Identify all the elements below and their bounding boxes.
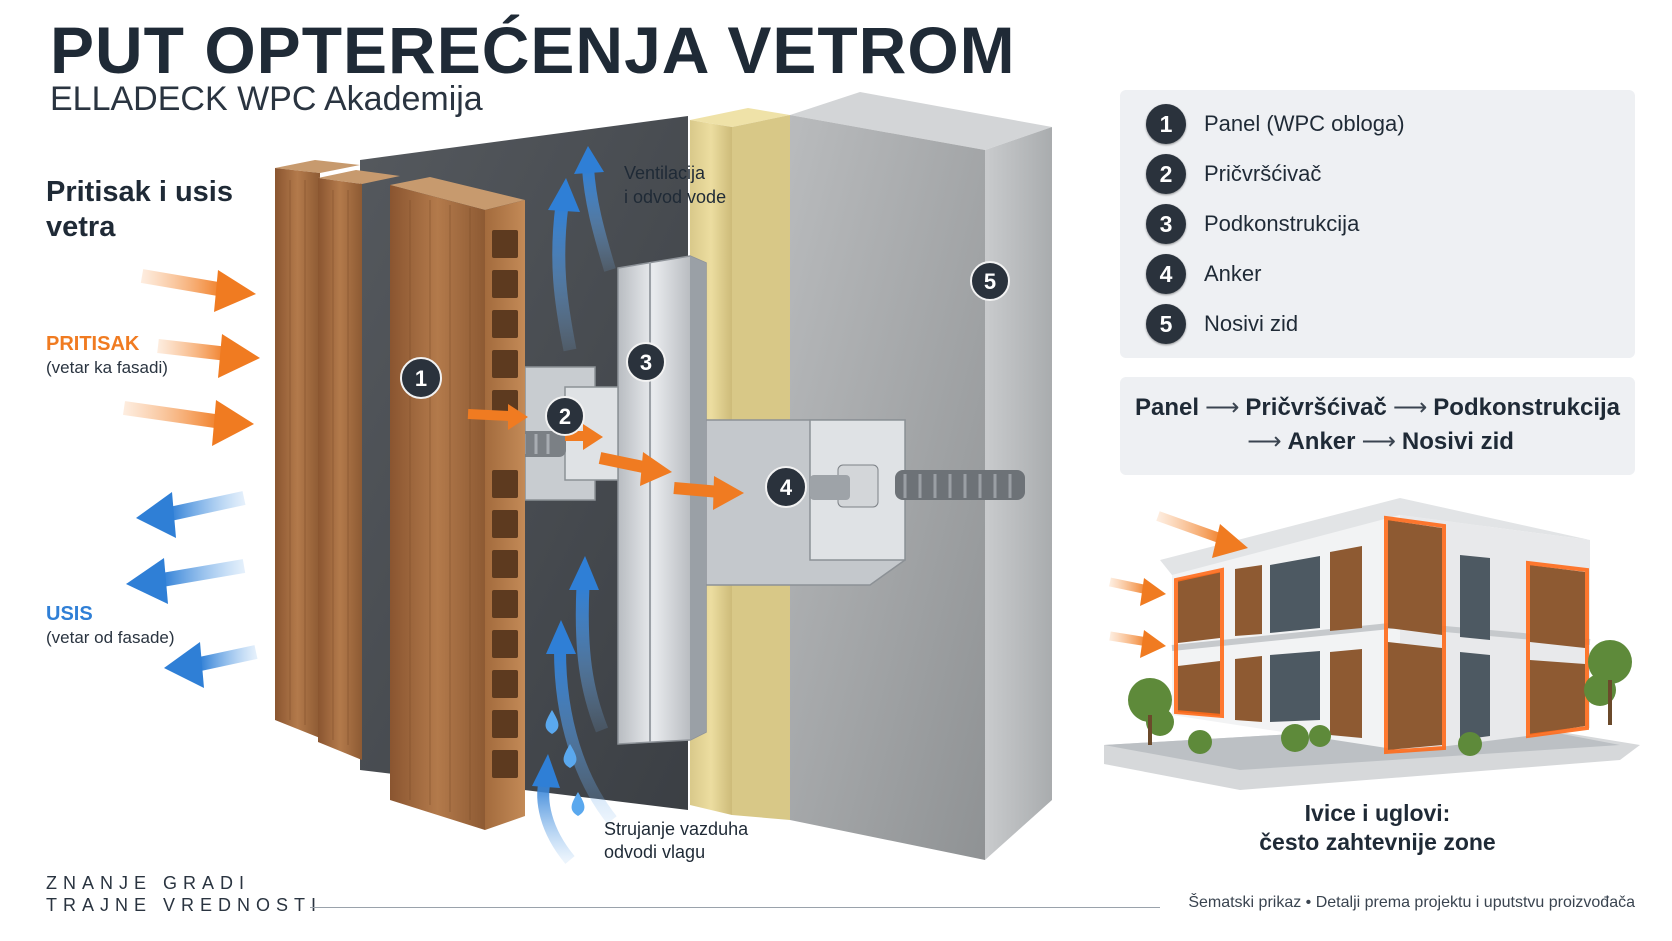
path-step: Panel: [1134, 394, 1200, 421]
load-path-arrows: [467, 404, 744, 510]
wind-pressure-arrows: [123, 269, 260, 446]
path-step: Podkonstrukcija: [1433, 394, 1621, 421]
page-subtitle: ELLADECK WPC Akademija: [50, 80, 483, 118]
airflow-note-line1: Strujanje vazduha: [604, 819, 749, 839]
building-caption-line2: često zahtevnije zone: [1259, 829, 1496, 855]
page-title: PUT OPTEREĆENJA VETROM: [50, 13, 1016, 87]
wpc-panels: [275, 160, 525, 830]
legend-item: 4 Anker: [1146, 254, 1261, 294]
wind-suction-arrows: [126, 491, 258, 688]
building-caption-line1: Ivice i uglovi:: [1304, 800, 1451, 826]
svg-text:1: 1: [415, 366, 427, 391]
marker-4: 4: [765, 466, 807, 508]
marker-5: 5: [970, 261, 1010, 301]
legend-label: Panel (WPC obloga): [1204, 111, 1405, 136]
footnote: Šematski prikaz • Detalji prema projektu…: [1188, 894, 1635, 911]
arrow-right-icon: ⟶: [1361, 428, 1396, 455]
legend-item: 2 Pričvršćivač: [1146, 154, 1321, 194]
legend-number: 1: [1146, 104, 1186, 144]
airflow-note: Strujanje vazduha odvodi vlagu: [604, 818, 804, 864]
legend-number: 4: [1146, 254, 1186, 294]
wind-heading: Pritisak i usis vetra: [46, 176, 233, 243]
legend-label: Pričvršćivač: [1204, 161, 1322, 186]
subframe-rail: [617, 255, 707, 745]
arrow-right-icon: ⟶: [1392, 394, 1428, 421]
legend-item: 5 Nosivi zid: [1146, 304, 1298, 344]
airflow-note-line2: odvodi vlagu: [604, 842, 706, 862]
svg-text:2: 2: [559, 404, 571, 429]
slogan-line1: ZNANJE GRADI: [46, 873, 251, 893]
ventilation-arrows: [532, 146, 617, 864]
arrow-right-icon: ⟶: [1247, 428, 1282, 455]
suction-label: USIS: [46, 603, 93, 625]
legend-label: Podkonstrukcija: [1204, 211, 1360, 236]
pressure-description: (vetar ka fasadi): [46, 358, 168, 377]
ventilation-note: Ventilacija i odvod vode: [624, 161, 804, 209]
legend-number: 3: [1146, 204, 1186, 244]
legend-label: Nosivi zid: [1204, 311, 1299, 336]
footer-divider: [310, 907, 1160, 908]
marker-2: 2: [545, 396, 585, 436]
legend-number: 5: [1146, 304, 1186, 344]
water-droplets-icon: [545, 710, 585, 816]
svg-text:5: 5: [984, 269, 996, 294]
legend-item: 1 Panel (WPC obloga): [1146, 104, 1405, 144]
suction-description: (vetar od fasade): [46, 628, 175, 647]
path-step: Anker: [1287, 428, 1356, 455]
legend-item: 3 Podkonstrukcija: [1146, 204, 1359, 244]
legend-panel: 1 Panel (WPC obloga) 2 Pričvršćivač 3 Po…: [1120, 90, 1635, 358]
path-step: Nosivi zid: [1401, 428, 1514, 455]
svg-text:3: 3: [640, 350, 652, 375]
building-illustration: [1104, 498, 1640, 790]
legend-label: Anker: [1204, 261, 1262, 286]
slogan-line2: TRAJNE VREDNOSTI: [46, 895, 323, 915]
pressure-label: PRITISAK: [46, 333, 140, 355]
load-path-line1: Panel⟶Pričvršćivač⟶Podkonstrukcija: [1120, 393, 1635, 422]
arrow-right-icon: ⟶: [1205, 394, 1240, 421]
load-path-line2: ⟶Anker⟶Nosivi zid: [1120, 427, 1635, 456]
path-step: Pričvršćivač: [1245, 394, 1387, 421]
marker-3: 3: [626, 342, 666, 382]
svg-text:4: 4: [780, 475, 793, 500]
legend-number: 2: [1146, 154, 1186, 194]
ventilation-note-line2: i odvod vode: [624, 187, 727, 207]
marker-1: 1: [400, 357, 442, 399]
load-path-panel: Panel⟶Pričvršćivač⟶Podkonstrukcija ⟶Anke…: [1120, 377, 1635, 475]
ventilation-note-line1: Ventilacija: [624, 163, 706, 183]
anchor-bracket: [699, 419, 1025, 586]
